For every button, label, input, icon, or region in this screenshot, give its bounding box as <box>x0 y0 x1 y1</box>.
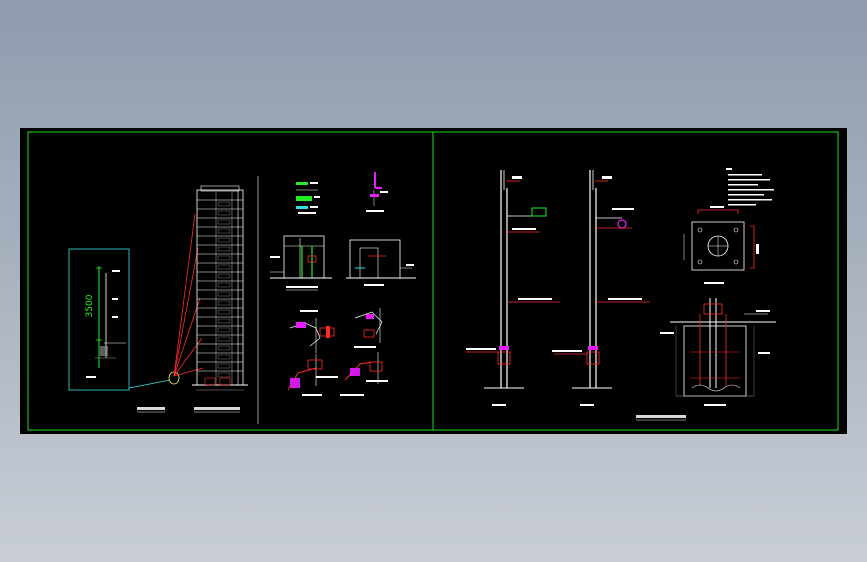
notes-block <box>726 168 774 206</box>
connector-lines <box>128 213 204 389</box>
right-caption <box>636 415 686 421</box>
window-mark <box>217 255 231 261</box>
terminal-symbol <box>366 172 388 212</box>
window-mark <box>217 246 231 252</box>
window-mark <box>217 264 231 270</box>
section-detail-a <box>270 235 332 291</box>
dimension-text: 3500 <box>85 294 95 317</box>
section-detail-b <box>346 239 416 286</box>
window-mark <box>217 237 231 243</box>
cad-viewport[interactable]: 3500 <box>20 128 847 434</box>
window-mark <box>217 219 231 225</box>
window-mark <box>217 372 231 378</box>
left-captions <box>137 407 240 413</box>
window-mark <box>217 273 231 279</box>
building-elevation <box>192 185 248 391</box>
cad-drawing: 3500 <box>27 131 839 431</box>
mast-elevation-2 <box>552 170 650 406</box>
window-mark <box>217 354 231 360</box>
mast-elevation-1 <box>466 170 560 406</box>
window-mark <box>217 228 231 234</box>
legend-block <box>296 182 320 214</box>
clamp-details <box>287 308 388 396</box>
foundation-section <box>660 298 776 406</box>
window-mark <box>217 201 231 207</box>
base-plate-plan <box>683 206 759 284</box>
elevation-detail: 3500 <box>68 248 130 391</box>
window-mark <box>217 318 231 324</box>
window-mark <box>217 363 231 369</box>
window-mark <box>217 345 231 351</box>
window-mark <box>217 309 231 315</box>
window-mark <box>217 291 231 297</box>
window-mark <box>217 210 231 216</box>
window-mark <box>217 327 231 333</box>
window-mark <box>217 300 231 306</box>
window-mark <box>217 336 231 342</box>
window-mark <box>217 282 231 288</box>
